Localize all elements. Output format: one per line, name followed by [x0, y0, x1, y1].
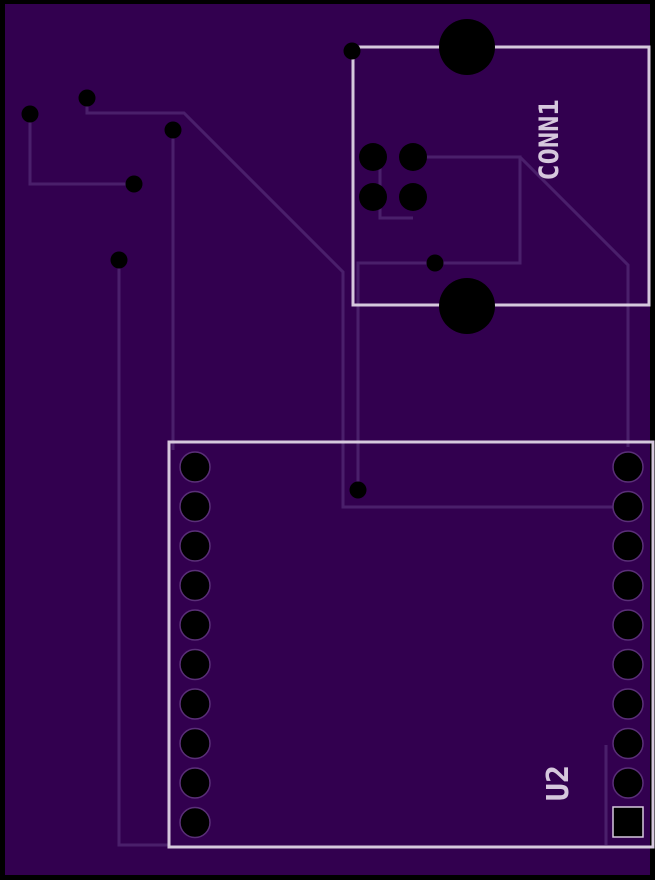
header-pin-pad: [179, 806, 211, 839]
trace: [356, 155, 522, 490]
connector-pin-pad: [399, 183, 427, 211]
via: [21, 105, 39, 123]
header-pin-pad: [179, 688, 211, 720]
header-pin-pad: [612, 688, 644, 720]
header-pin-pad: [612, 727, 644, 760]
header-pin-pad: [612, 609, 644, 641]
mounting-hole: [439, 19, 495, 75]
u2-outline: [167, 440, 655, 849]
header-pin-pad: [179, 727, 211, 760]
via: [349, 481, 367, 499]
trace: [518, 155, 630, 447]
pads-layer: [21, 19, 644, 839]
header-pin-pad: [612, 569, 644, 602]
board-substrate: [5, 4, 650, 875]
mounting-hole: [439, 278, 495, 334]
connector-pin-pad: [359, 183, 387, 211]
header-pin-pad: [179, 767, 211, 799]
header-pin-pad: [612, 648, 644, 681]
trace: [117, 260, 170, 847]
header-pin-pad: [179, 530, 211, 562]
trace: [28, 114, 134, 186]
via: [110, 251, 128, 269]
via: [343, 42, 361, 60]
header-pin-pad: [612, 530, 644, 562]
via: [125, 175, 143, 193]
header-pin-pad: [612, 490, 644, 523]
connector-pin-pad: [359, 143, 387, 171]
via: [164, 121, 182, 139]
silkscreen-layer: [167, 45, 655, 849]
header-pin-pad: [179, 490, 211, 523]
header-pin-pad: [179, 609, 211, 641]
conn1-outline: [351, 45, 651, 307]
conn1-label: CONN1: [534, 99, 565, 180]
trace: [85, 98, 623, 509]
header-pin-pad: [179, 451, 211, 483]
via: [78, 89, 96, 107]
header-pin-pad: [612, 451, 644, 483]
header-pin-pad: [179, 648, 211, 681]
header-pin-pad: [612, 767, 644, 799]
via: [426, 254, 444, 272]
header-pin1-pad: [612, 806, 644, 838]
connector-pin-pad: [399, 143, 427, 171]
header-pin-pad: [179, 569, 211, 602]
u2-label: U2: [541, 765, 576, 801]
